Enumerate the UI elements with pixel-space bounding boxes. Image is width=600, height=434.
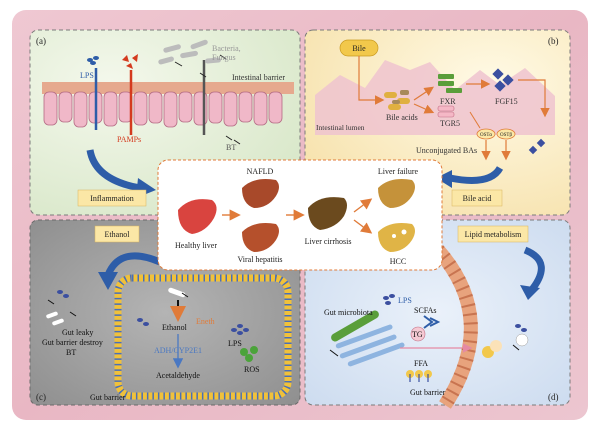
ethanol-badge <box>94 225 140 243</box>
panel-a-bt-label: BT <box>226 143 236 152</box>
nafld-liver-shape <box>242 179 279 208</box>
villi <box>43 91 283 128</box>
viral-liver-shape <box>242 223 279 252</box>
panel-b-bile-acids-label: Bile acids <box>386 113 418 122</box>
ffa-label: FFA <box>414 359 428 368</box>
svg-text:TGR5: TGR5 <box>440 119 460 128</box>
nafld-label: NAFLD <box>247 167 274 176</box>
svg-text:Lipid metabolism: Lipid metabolism <box>465 230 522 239</box>
scfas-icon <box>423 315 441 329</box>
ros-label: ROS <box>244 365 260 374</box>
svg-text:TG: TG <box>412 330 423 339</box>
svg-text:Bile: Bile <box>352 44 366 53</box>
ffa-molecules <box>406 370 432 382</box>
panel-d-letter: (d) <box>548 392 559 402</box>
viral-hepatitis-label: Viral hepatitis <box>237 255 282 264</box>
gut-barrier-wall <box>432 245 478 409</box>
panel-c-bt-label: BT <box>66 348 76 357</box>
panel-a-barrier-label: Intestinal barrier <box>232 73 285 82</box>
eneth-label: Eneth <box>196 317 215 326</box>
bile-acid-badge <box>451 189 503 207</box>
healthy-liver-shape <box>178 199 217 234</box>
svg-text:OSTα: OSTα <box>480 133 492 138</box>
ros-dots <box>240 346 258 362</box>
hcc-label: HCC <box>390 257 406 266</box>
panel-c-lps-label: LPS <box>228 339 242 348</box>
tgr5-receptor <box>437 105 455 118</box>
panel-c-lps-dots <box>231 324 249 335</box>
svg-text:FXR: FXR <box>440 97 456 106</box>
liver-failure-shape <box>378 179 415 208</box>
ost-beta <box>496 128 516 140</box>
inflammation-badge <box>77 189 147 207</box>
gut-barrier-destroy-label: Gut barrier destroy <box>42 338 103 347</box>
panel-a-lps-label: LPS <box>80 71 94 80</box>
fxr-receptor <box>438 74 462 93</box>
panel-c-lps-dots-left <box>57 290 149 326</box>
bacteria-capsules <box>158 39 222 65</box>
gut-leaky-label: Gut leaky <box>62 328 93 337</box>
panel-b-unconj-label: Unconjugated BAs <box>416 146 477 155</box>
bacteria-squiggles <box>174 54 241 145</box>
panel-d-gut-barrier-label: Gut barrier <box>410 388 446 397</box>
panel-b-lumen-label: Intestinal lumen <box>316 123 365 132</box>
svg-text:Inflammation: Inflammation <box>90 194 134 203</box>
svg-text:Ethanol: Ethanol <box>105 230 131 239</box>
panel-c-gut-barrier-label: Gut barrier <box>90 393 126 402</box>
cirrhosis-liver-shape <box>308 197 347 230</box>
tg-droplet <box>410 326 426 342</box>
panel-a-letter: (a) <box>36 36 46 46</box>
panel-b-letter: (b) <box>548 36 559 46</box>
panel-d-right-molecules <box>482 324 529 358</box>
cirrhosis-label: Liver cirrhosis <box>305 237 352 246</box>
pamps-stars <box>122 54 138 69</box>
bile-acid-capsules <box>384 92 410 110</box>
liver-failure-label: Liver failure <box>378 167 419 176</box>
adh-cyp2e1-label: ADH/CYP2E1 <box>154 346 202 355</box>
gut-microbiota <box>329 310 405 367</box>
intestinal-barrier-band <box>42 82 294 94</box>
panel-c-letter: (c) <box>36 392 46 402</box>
intestinal-lumen-shape <box>315 60 555 135</box>
lps-dots <box>87 56 99 65</box>
panel-a-pamps-label: PAMPs <box>117 135 141 144</box>
panel-a-fungus-label: Fungus <box>212 53 236 62</box>
scfas-label: SCFAs <box>414 306 437 315</box>
panel-b-curved-arrow <box>449 165 504 184</box>
ethanol-molecule <box>168 287 186 298</box>
panel-a-bacteria-label: Bacteria, <box>212 44 241 53</box>
svg-text:Bile acid: Bile acid <box>463 194 492 203</box>
ost-alpha <box>476 128 496 140</box>
panel-c-curved-arrow <box>104 252 162 277</box>
svg-text:OSTβ: OSTβ <box>500 133 512 138</box>
healthy-liver-label: Healthy liver <box>175 241 217 250</box>
center-liver-progression: Healthy liver NAFLD Viral hepatitis Live… <box>157 159 443 271</box>
lipid-metabolism-badge <box>457 225 529 243</box>
panel-d-lps-dots <box>383 294 395 305</box>
acetaldehyde-label: Acetaldehyde <box>156 371 200 380</box>
gut-microbiota-label: Gut microbiota <box>324 308 373 317</box>
panel-d-lps-label: LPS <box>398 296 412 305</box>
panel-c-ethanol-label: Ethanol <box>162 323 188 332</box>
svg-text:FGF15: FGF15 <box>495 97 518 106</box>
panel-a-curved-arrow <box>86 149 141 192</box>
